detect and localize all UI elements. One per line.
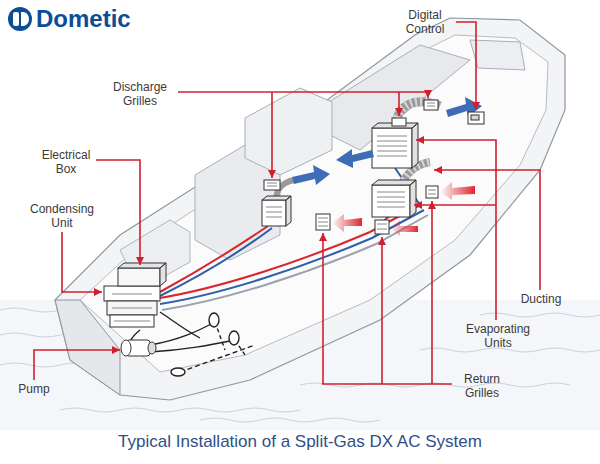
discharge-air-arrows bbox=[292, 97, 482, 185]
pump bbox=[121, 340, 156, 356]
evaporating-units bbox=[262, 123, 418, 226]
return-air-arrows bbox=[332, 182, 475, 236]
logo-icon bbox=[8, 7, 32, 31]
part-label: Evaporating Units bbox=[462, 322, 534, 350]
figure-caption: Typical Installation of a Split-Gas DX A… bbox=[0, 432, 600, 452]
brand-logo: Dometic bbox=[36, 5, 146, 33]
digital-control bbox=[468, 112, 484, 124]
part-label: Electrical Box bbox=[36, 148, 96, 176]
condensing-unit bbox=[104, 286, 160, 327]
part-label: Pump bbox=[12, 382, 56, 396]
part-label: Digital Control bbox=[394, 8, 456, 36]
part-label: Discharge Grilles bbox=[104, 80, 176, 108]
part-label: Ducting bbox=[512, 292, 570, 306]
return-grilles bbox=[316, 186, 438, 234]
boat-hull bbox=[55, 18, 565, 400]
part-label: Condensing Unit bbox=[26, 202, 98, 230]
discharge-grilles bbox=[264, 100, 438, 190]
refrigerant-hoses bbox=[160, 168, 428, 310]
leader-lines bbox=[34, 22, 540, 384]
part-label: Return Grilles bbox=[452, 372, 512, 400]
electrical-box bbox=[118, 263, 166, 286]
